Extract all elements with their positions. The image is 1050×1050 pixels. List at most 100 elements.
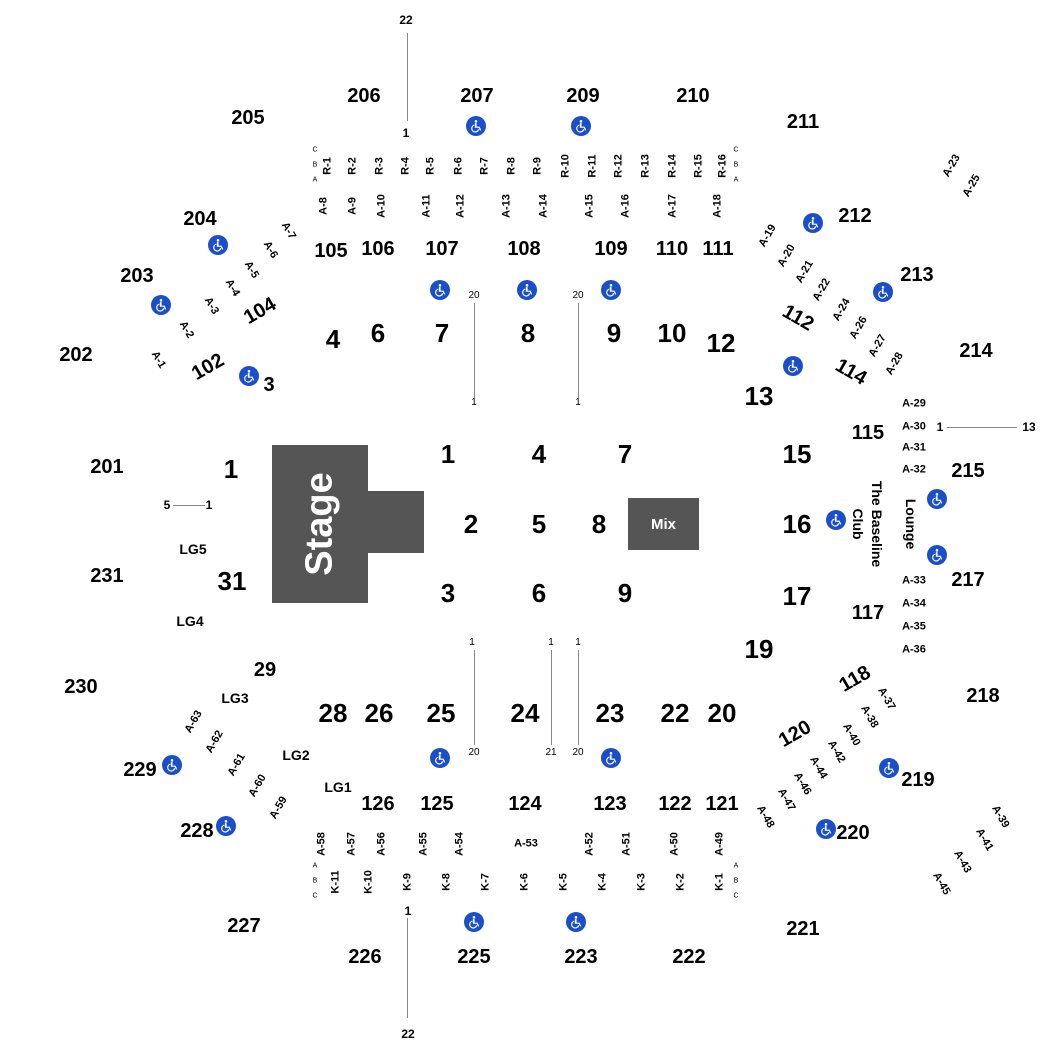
section-218[interactable]: 218 <box>966 685 1000 707</box>
row-line <box>407 918 408 1018</box>
floor-4[interactable]: 4 <box>531 439 547 469</box>
section-210[interactable]: 210 <box>676 85 710 107</box>
row-K-9: K-9 <box>401 873 414 891</box>
section-221[interactable]: 221 <box>786 918 820 940</box>
floor-outer-29[interactable]: 29 <box>253 659 277 681</box>
section-202[interactable]: 202 <box>59 344 93 366</box>
section-122[interactable]: 122 <box>658 793 692 815</box>
section-229[interactable]: 229 <box>123 759 157 781</box>
floor-1[interactable]: 1 <box>440 439 456 469</box>
loge-LG1[interactable]: LG1 <box>324 779 352 795</box>
section-228[interactable]: 228 <box>180 820 214 842</box>
section-227[interactable]: 227 <box>227 915 261 937</box>
section-123[interactable]: 123 <box>593 793 627 815</box>
row-A-34: A-34 <box>902 597 926 610</box>
floor-2[interactable]: 2 <box>463 509 479 539</box>
row-R-9: R-9 <box>531 157 544 175</box>
floor-outer-13[interactable]: 13 <box>744 381 774 411</box>
section-106[interactable]: 106 <box>361 238 395 260</box>
section-203[interactable]: 203 <box>120 265 154 287</box>
section-120[interactable]: 120 <box>775 716 815 752</box>
floor-9[interactable]: 9 <box>617 578 633 608</box>
floor-6[interactable]: 6 <box>531 578 547 608</box>
floor-outer-6[interactable]: 6 <box>370 318 386 348</box>
floor-outer-19[interactable]: 19 <box>744 634 774 664</box>
floor-5[interactable]: 5 <box>531 509 547 539</box>
loge-LG5[interactable]: LG5 <box>179 541 207 557</box>
section-207[interactable]: 207 <box>460 85 494 107</box>
section-214[interactable]: 214 <box>959 340 993 362</box>
row-number-1: 1 <box>575 397 581 408</box>
section-201[interactable]: 201 <box>90 456 124 478</box>
section-105[interactable]: 105 <box>314 240 348 262</box>
section-230[interactable]: 230 <box>64 676 98 698</box>
floor-7[interactable]: 7 <box>617 439 633 469</box>
section-126[interactable]: 126 <box>361 793 395 815</box>
row-A-63: A-63 <box>182 708 205 736</box>
floor-outer-25[interactable]: 25 <box>426 698 456 728</box>
section-125[interactable]: 125 <box>420 793 454 815</box>
floor-outer-7[interactable]: 7 <box>434 318 450 348</box>
floor-outer-26[interactable]: 26 <box>364 698 394 728</box>
floor-outer-28[interactable]: 28 <box>318 698 348 728</box>
section-121[interactable]: 121 <box>705 793 739 815</box>
section-219[interactable]: 219 <box>901 769 935 791</box>
section-223[interactable]: 223 <box>564 946 598 968</box>
floor-outer-4[interactable]: 4 <box>325 324 341 354</box>
section-111[interactable]: 111 <box>702 238 734 260</box>
section-209[interactable]: 209 <box>566 85 600 107</box>
section-124[interactable]: 124 <box>508 793 542 815</box>
row-A-22: A-22 <box>810 276 833 304</box>
section-211[interactable]: 211 <box>786 111 820 133</box>
loge-LG4[interactable]: LG4 <box>176 613 204 629</box>
section-205[interactable]: 205 <box>231 107 265 129</box>
section-118[interactable]: 118 <box>835 661 875 697</box>
section-212[interactable]: 212 <box>838 205 872 227</box>
section-115[interactable]: 115 <box>851 422 885 444</box>
section-107[interactable]: 107 <box>425 238 459 260</box>
wheelchair-icon <box>826 510 846 530</box>
floor-outer-1[interactable]: 1 <box>223 454 239 484</box>
floor-outer-22[interactable]: 22 <box>660 698 690 728</box>
section-109[interactable]: 109 <box>594 238 628 260</box>
section-231[interactable]: 231 <box>90 565 124 587</box>
section-204[interactable]: 204 <box>183 208 217 230</box>
floor-outer-24[interactable]: 24 <box>510 698 540 728</box>
section-225[interactable]: 225 <box>457 946 491 968</box>
section-215[interactable]: 215 <box>951 460 985 482</box>
section-226[interactable]: 226 <box>348 946 382 968</box>
section-117[interactable]: 117 <box>851 602 885 624</box>
lounge-label[interactable]: Lounge <box>903 498 919 550</box>
section-222[interactable]: 222 <box>672 946 706 968</box>
floor-outer-20[interactable]: 20 <box>707 698 737 728</box>
floor-8[interactable]: 8 <box>591 509 607 539</box>
floor-outer-23[interactable]: 23 <box>595 698 625 728</box>
floor-outer-17[interactable]: 17 <box>782 581 812 611</box>
floor-outer-12[interactable]: 12 <box>706 328 736 358</box>
section-110[interactable]: 110 <box>655 238 689 260</box>
loge-LG2[interactable]: LG2 <box>282 747 310 763</box>
club-label-line1[interactable]: The Baseline <box>869 480 885 568</box>
floor-outer-16[interactable]: 16 <box>782 509 812 539</box>
section-213[interactable]: 213 <box>900 264 934 286</box>
floor-outer-3[interactable]: 3 <box>263 374 275 396</box>
section-220[interactable]: 220 <box>836 822 870 844</box>
section-114[interactable]: 114 <box>831 354 871 390</box>
section-206[interactable]: 206 <box>347 85 381 107</box>
club-label-line2[interactable]: Club <box>850 508 866 540</box>
row-letter: A <box>733 176 739 184</box>
floor-3[interactable]: 3 <box>440 578 456 608</box>
wheelchair-icon <box>571 116 591 136</box>
section-102[interactable]: 102 <box>188 349 228 385</box>
section-217[interactable]: 217 <box>951 569 985 591</box>
floor-outer-8[interactable]: 8 <box>520 318 536 348</box>
section-108[interactable]: 108 <box>507 238 541 260</box>
row-K-1: K-1 <box>713 873 726 891</box>
floor-outer-9[interactable]: 9 <box>606 318 622 348</box>
floor-outer-10[interactable]: 10 <box>657 318 687 348</box>
floor-outer-31[interactable]: 31 <box>217 566 247 596</box>
floor-outer-15[interactable]: 15 <box>782 439 812 469</box>
section-104[interactable]: 104 <box>240 293 280 329</box>
loge-LG3[interactable]: LG3 <box>221 690 249 706</box>
section-112[interactable]: 112 <box>778 300 818 336</box>
